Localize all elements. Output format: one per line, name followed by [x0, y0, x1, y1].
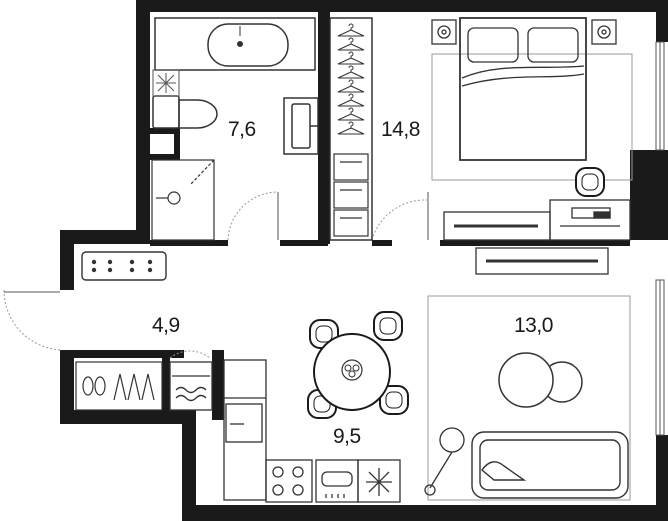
interior-walls — [74, 12, 630, 420]
floor-lamp-icon — [424, 427, 465, 496]
dining-table-icon — [307, 311, 409, 419]
door-leaves — [4, 192, 429, 293]
hall-bench-icon — [81, 251, 167, 281]
dresser-icon — [443, 211, 551, 241]
windows — [655, 41, 665, 436]
hangers-icon — [337, 23, 365, 135]
exterior-walls — [60, 0, 668, 521]
bathroom-sink-icon — [283, 97, 319, 155]
washing-machine-icon — [169, 361, 213, 411]
fridge-icon — [357, 459, 401, 503]
kitchen-area-label: 9,5 — [333, 425, 361, 448]
desk-icon — [549, 199, 631, 241]
kitchen-counter-icon — [223, 359, 267, 501]
wardrobe-icon — [329, 17, 373, 241]
stove-icon — [265, 459, 313, 503]
hallway-area-label: 4,9 — [152, 314, 180, 337]
shoe-rack-icon — [75, 361, 163, 411]
double-bed-icon — [431, 17, 633, 181]
toilet-icon — [152, 95, 218, 129]
bedroom-area-label: 14,8 — [381, 118, 420, 141]
tv-stand-icon — [475, 247, 609, 275]
desk-chair-icon — [575, 167, 605, 197]
rug-icon — [427, 295, 631, 501]
nightstand-right-icon — [591, 19, 617, 45]
living-room-area-label: 13,0 — [514, 314, 553, 337]
drawers-icon — [333, 153, 369, 237]
nightstand-left-icon — [431, 19, 457, 45]
bathroom-area-label: 7,6 — [228, 118, 256, 141]
dishwasher-icon — [315, 459, 359, 503]
plant-icon — [152, 69, 180, 97]
shower-icon — [151, 159, 215, 241]
door-swings — [3, 191, 428, 359]
coffee-tables-icon — [498, 352, 583, 408]
sofa-icon — [471, 431, 629, 499]
bathtub-icon — [154, 17, 316, 71]
